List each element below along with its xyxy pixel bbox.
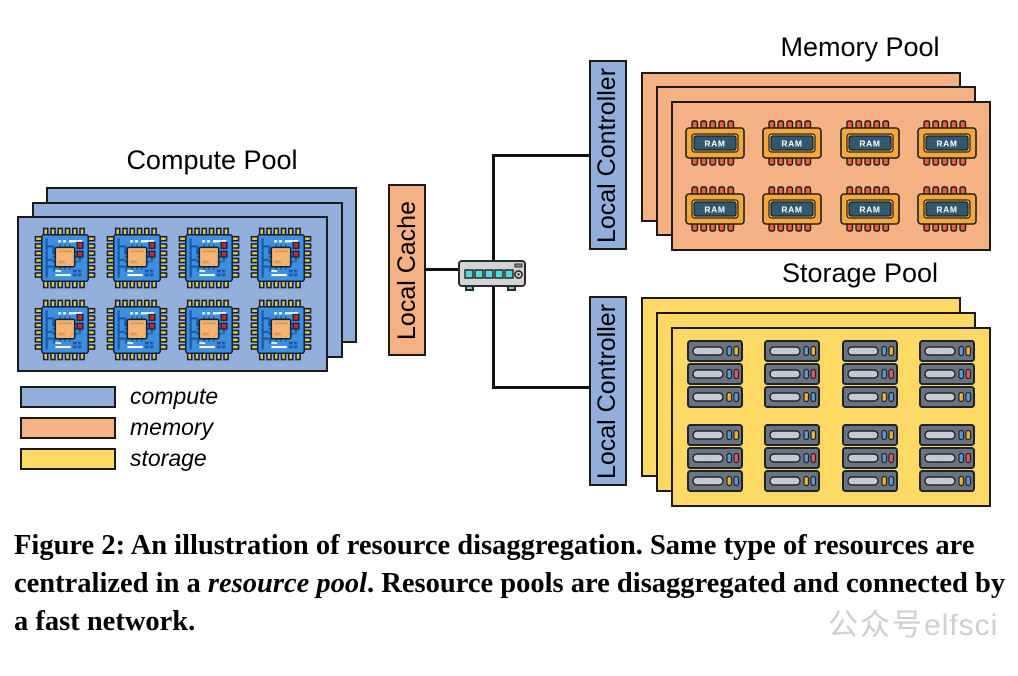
local-controller-storage-box[interactable]: Local Controller [589, 296, 627, 486]
legend-label-storage: storage [130, 445, 207, 471]
server-rack-icon-svg [919, 424, 976, 492]
legend-swatch-compute [20, 385, 116, 408]
compute-pool-icon-grid [29, 222, 317, 366]
ram-module-icon-svg [762, 120, 823, 166]
ram-module-icon [909, 110, 987, 176]
caption-suffix: . Resource pools are disaggregated and c… [14, 567, 1006, 637]
ram-module-icon-svg: RAM [684, 120, 745, 166]
server-rack-icon [676, 333, 754, 417]
wire-trunk-to-storage-controller [492, 386, 590, 389]
ram-module-label: RAM [704, 138, 725, 148]
watermark-cjk-text: 公众号 [828, 609, 924, 642]
ram-module-icon [676, 176, 754, 242]
ram-module-icon-svg [684, 186, 745, 232]
server-rack-icon [909, 417, 987, 501]
wire-trunk-to-memory-controller [492, 154, 590, 157]
memory-pool-icon-grid: RAM [676, 110, 986, 242]
cpu-chip-icon [29, 294, 101, 366]
cpu-chip-icon [173, 294, 245, 366]
legend: compute memory storage [20, 383, 280, 483]
local-cache-box[interactable]: Local Cache [388, 184, 426, 356]
memory-pool-title: Memory Pool [780, 32, 940, 62]
local-controller-memory-label: Local Controller [593, 67, 622, 243]
server-rack-icon [831, 417, 909, 501]
ram-module-icon-svg [762, 186, 823, 232]
ram-module-icon-svg [917, 120, 978, 166]
server-rack-icon [831, 333, 909, 417]
server-rack-icon [754, 417, 832, 501]
storage-pool-icon-grid [676, 333, 986, 501]
server-rack-icon-svg [919, 340, 976, 408]
server-rack-icon-svg [686, 340, 743, 408]
server-rack-icon-svg [764, 424, 821, 492]
caption-prefix: Figure 2: An illustration of resource di… [14, 530, 975, 599]
caption-italic-term: resource pool [207, 567, 368, 599]
local-cache-label: Local Cache [392, 200, 421, 340]
cpu-chip-icon [29, 222, 101, 294]
legend-swatch-storage [20, 447, 116, 470]
cpu-chip-icon-svg [178, 227, 240, 289]
server-rack-icon-svg [841, 340, 898, 408]
cpu-chip-icon [245, 222, 317, 294]
wire-cache-to-switch [426, 268, 458, 271]
cpu-chip-icon [101, 294, 173, 366]
cpu-chip-icon-svg [34, 299, 96, 361]
ram-module-icon-svg [917, 186, 978, 232]
ram-module-icon [909, 176, 987, 242]
network-switch[interactable] [456, 250, 530, 294]
ram-module-icon-svg [839, 186, 900, 232]
ram-module-icon [754, 176, 832, 242]
cpu-chip-icon-svg [178, 299, 240, 361]
ram-module-icon [754, 110, 832, 176]
compute-pool-title: Compute Pool [126, 145, 298, 175]
ram-module-icon-svg [839, 120, 900, 166]
figure-caption: Figure 2: An illustration of resource di… [14, 527, 1008, 641]
cpu-chip-icon-svg [250, 227, 312, 289]
legend-item-memory: memory [20, 414, 213, 441]
legend-item-compute: compute [20, 383, 218, 410]
server-rack-icon-svg [764, 340, 821, 408]
cpu-chip-icon [245, 294, 317, 366]
local-controller-memory-box[interactable]: Local Controller [589, 60, 627, 250]
legend-item-storage: storage [20, 445, 207, 472]
storage-pool-title: Storage Pool [781, 258, 939, 288]
server-rack-icon [676, 417, 754, 501]
watermark: 公众号elfsci [828, 600, 998, 644]
cpu-chip-icon-svg [106, 299, 168, 361]
cpu-chip-icon [173, 222, 245, 294]
legend-swatch-memory [20, 416, 116, 439]
ram-module-icon [831, 110, 909, 176]
server-rack-icon-svg [841, 424, 898, 492]
watermark-latin-text: elfsci [924, 609, 999, 642]
server-rack-icon [909, 333, 987, 417]
legend-label-compute: compute [130, 383, 219, 409]
legend-label-memory: memory [130, 414, 214, 440]
server-rack-icon [754, 333, 832, 417]
network-switch-icon [458, 260, 526, 291]
ram-module-icon: RAM [676, 110, 754, 176]
cpu-chip-icon [101, 222, 173, 294]
cpu-chip-icon-svg [34, 227, 96, 289]
local-controller-storage-label: Local Controller [593, 303, 622, 479]
server-rack-icon-svg [686, 424, 743, 492]
cpu-chip-icon-svg [106, 227, 168, 289]
cpu-chip-icon-svg [250, 299, 312, 361]
ram-module-icon [831, 176, 909, 242]
